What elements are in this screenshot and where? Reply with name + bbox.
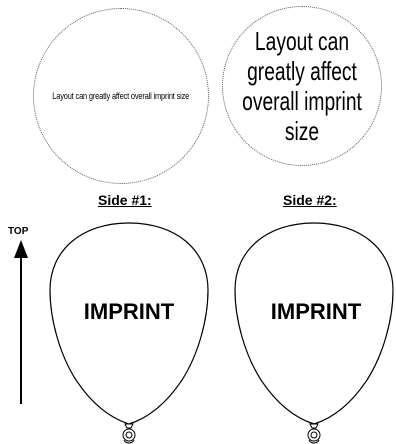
balloon-knot-icon [123, 424, 135, 443]
imprint-label-1: IMPRINT [84, 299, 175, 324]
balloon-side-1: IMPRINT [50, 223, 208, 443]
balloon-knot-icon [308, 424, 320, 443]
imprint-label-2: IMPRINT [271, 299, 362, 324]
up-arrow-icon [14, 240, 28, 404]
balloon-side-2: IMPRINT [235, 223, 393, 443]
